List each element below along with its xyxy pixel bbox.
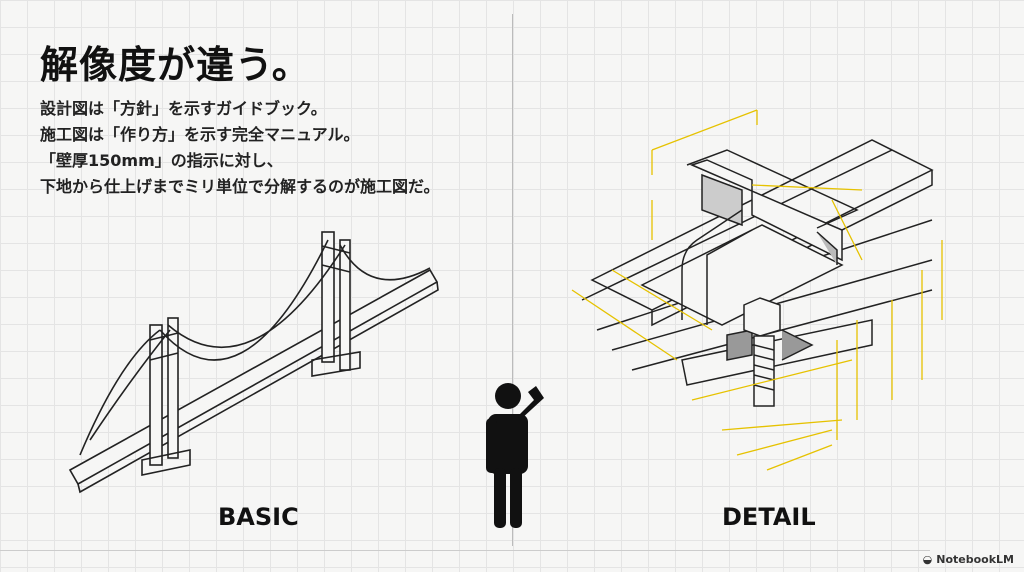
body-line: 「壁厚150mm」の指示に対し、	[40, 151, 283, 170]
body-text: 設計図は「方針」を示すガイドブック。 施工図は「作り方」を示す完全マニュアル。 …	[40, 96, 440, 200]
slide-title: 解像度が違う。	[40, 43, 311, 87]
bottom-divider	[0, 550, 930, 551]
center-divider	[512, 14, 513, 546]
detail-illustration	[571, 109, 943, 471]
body-line: 下地から仕上げまでミリ単位で分解するのが施工図だ。	[40, 177, 440, 196]
person-icon	[486, 383, 544, 528]
notebooklm-logo: ◒ NotebookLM	[923, 553, 1014, 566]
logo-text: NotebookLM	[936, 553, 1014, 566]
detail-label: DETAIL	[722, 503, 816, 531]
bridge-illustration	[68, 231, 439, 494]
body-line: 施工図は「作り方」を示す完全マニュアル。	[40, 125, 360, 144]
basic-label: BASIC	[218, 503, 299, 531]
notebooklm-icon: ◒	[922, 553, 933, 566]
body-line: 設計図は「方針」を示すガイドブック。	[40, 99, 327, 118]
